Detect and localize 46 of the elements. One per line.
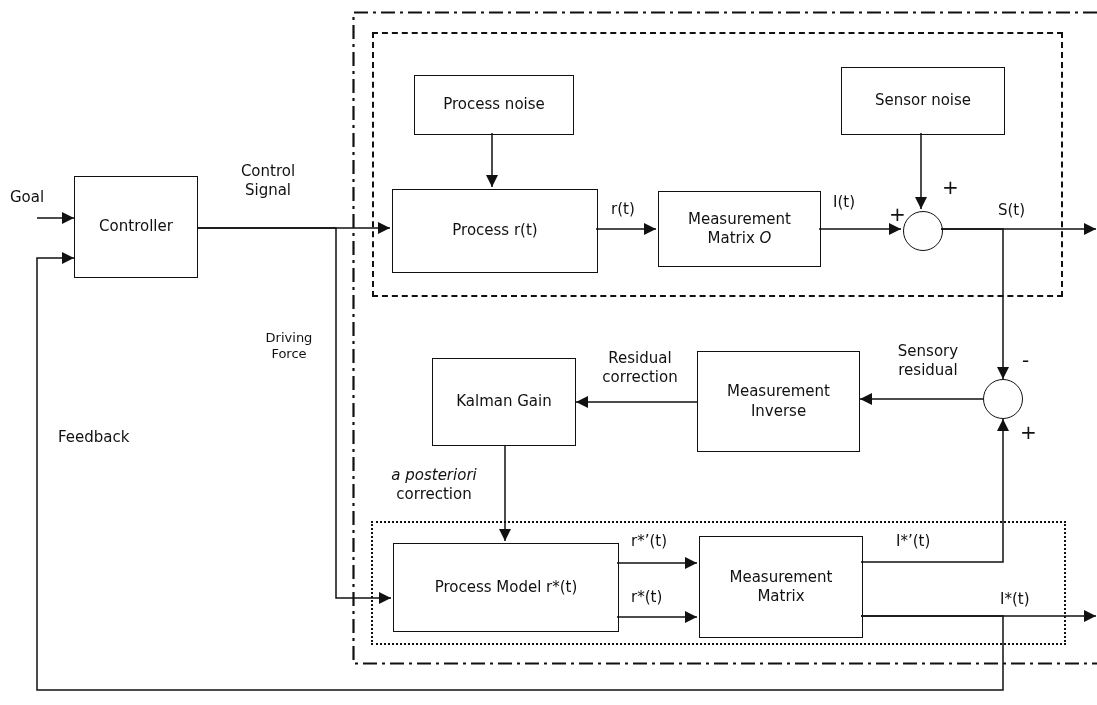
- group-boundary: [352, 11, 1097, 665]
- edge-label: Sensory residual: [896, 342, 960, 380]
- arrow: [575, 396, 698, 408]
- edge-label: r*’(t): [631, 532, 668, 551]
- arrow: [616, 557, 698, 569]
- block-box: Kalman Gain: [432, 358, 576, 446]
- arrow: [616, 611, 698, 623]
- edge-label: Control Signal: [239, 162, 297, 200]
- edge-label: Driving Force: [264, 330, 314, 363]
- edge-label: Residual correction: [601, 349, 679, 387]
- block-box: Sensor noise: [841, 67, 1005, 135]
- edge-label: r(t): [611, 200, 635, 219]
- arrow: [859, 393, 984, 405]
- edge-label: I*(t): [1000, 590, 1030, 609]
- arrow: [486, 132, 498, 188]
- arrow: [36, 212, 75, 224]
- sign-label: -: [1022, 348, 1030, 373]
- arrow: [36, 252, 1004, 691]
- block-box: Measurement Inverse: [697, 351, 860, 452]
- arrow: [860, 418, 1009, 563]
- block-box: Process Model r*(t): [393, 543, 619, 632]
- block-box: Measurement Matrix: [699, 536, 863, 638]
- arrow: [915, 132, 927, 210]
- sign-label: +: [889, 202, 906, 227]
- block-box: Controller: [74, 176, 198, 278]
- edge-label: r*(t): [631, 588, 663, 607]
- sign-label: +: [1020, 420, 1037, 445]
- arrow: [940, 228, 1009, 380]
- edge-label: I(t): [833, 193, 855, 212]
- edge-label: Goal: [10, 188, 45, 207]
- summing-junction: [983, 379, 1023, 419]
- arrow: [499, 445, 511, 542]
- block-box: Measurement Matrix O: [658, 191, 821, 267]
- arrow: [818, 223, 902, 235]
- arrow: [197, 227, 392, 604]
- edge-label: I*’(t): [896, 532, 931, 551]
- block-box: Process noise: [414, 75, 574, 135]
- group-boundary: [371, 521, 1066, 645]
- group-boundary: [372, 32, 1063, 297]
- edge-label: S(t): [998, 201, 1026, 220]
- edge-label: a posteriori correction: [390, 466, 478, 504]
- summing-junction: [903, 211, 943, 251]
- arrow: [595, 223, 657, 235]
- edge-label: Feedback: [58, 428, 130, 447]
- sign-label: +: [942, 175, 959, 200]
- block-box: Process r(t): [392, 189, 598, 273]
